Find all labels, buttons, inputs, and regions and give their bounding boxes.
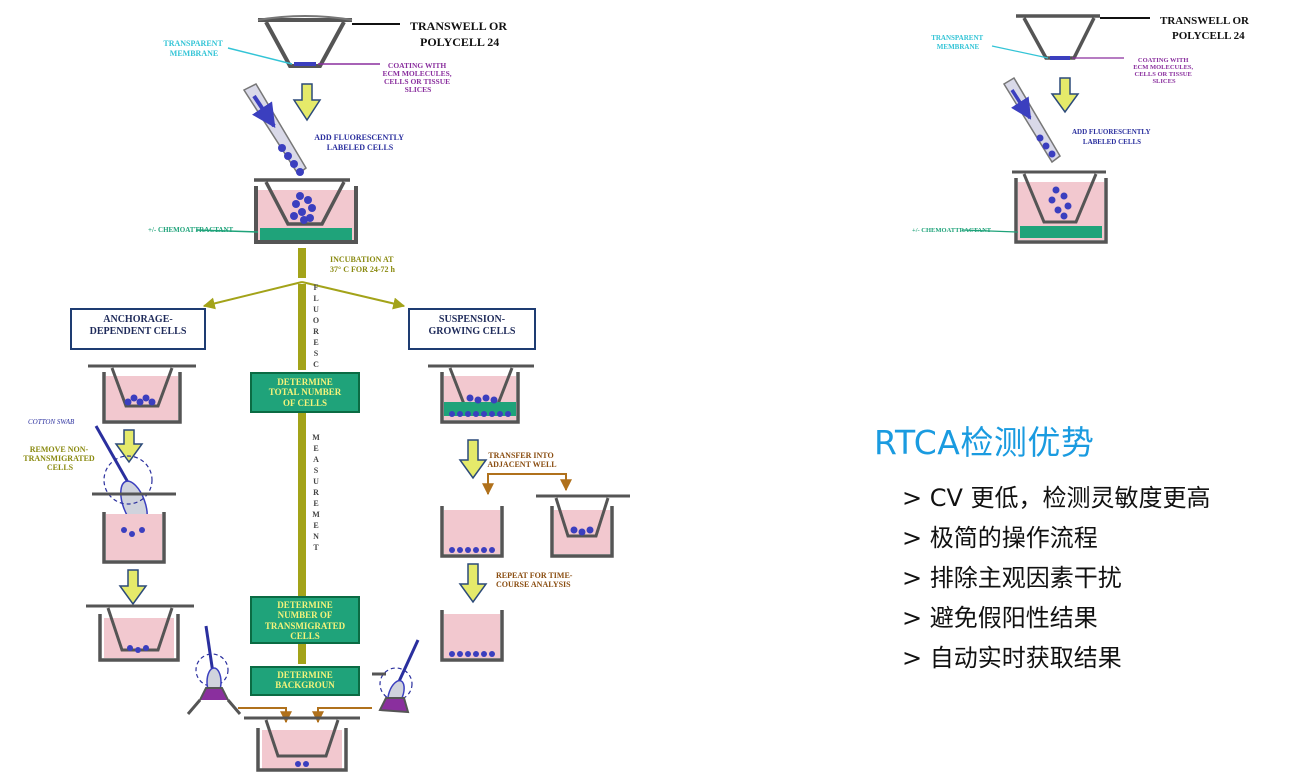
- advantages-title: RTCA检测优势: [874, 423, 1095, 462]
- ref-pipette-icon: [1002, 76, 1061, 164]
- swab-bottom-right-icon: [372, 639, 420, 714]
- anchorage-line-2: DEPENDENT CELLS: [89, 325, 187, 337]
- transmigrated-box: DETERMINE NUMBER OF TRANSMIGRATED CELLS: [250, 596, 360, 644]
- label-cotton-swab: COTTON SWAB: [28, 418, 75, 426]
- ref-label-transwell: TRANSWELL OR POLYCELL 24: [1160, 15, 1252, 42]
- label-chemo: +/- CHEMOATTRACTANT: [148, 226, 234, 234]
- pipette-icon: [242, 83, 307, 176]
- label-repeat: REPEAT FOR TIME- COURSE ANALYSIS: [496, 571, 574, 589]
- anchorage-cells-box: ANCHORAGE- DEPENDENT CELLS: [70, 308, 206, 350]
- advantage-item: > 自动实时获取结果: [902, 644, 1122, 672]
- background-line-1: DETERMINE: [277, 670, 333, 680]
- swab-bottom-left-icon: [186, 625, 242, 715]
- transwell-assay-diagram: TRANSWELL OR POLYCELL 24 TRANSPARENT MEM…: [23, 15, 630, 772]
- transmigrated-line-3: TRANSMIGRATED: [264, 620, 346, 631]
- label-remove: REMOVE NON- TRANSMIGRATED CELLS: [23, 445, 96, 472]
- ref-label-add-cells: ADD FLUORESCENTLY LABELED CELLS: [1072, 128, 1152, 146]
- label-transfer: TRANSFER INTO ADJACENT WELL: [487, 451, 556, 469]
- label-membrane: TRANSPARENT MEMBRANE: [163, 39, 224, 58]
- advantage-item: > 避免假阳性结果: [902, 604, 1098, 632]
- right-well-3: [440, 610, 504, 662]
- transmigrated-line-2: NUMBER OF: [277, 610, 333, 621]
- transwell-reference-diagram: TRANSWELL OR POLYCELL 24 TRANSPARENT MEM…: [912, 14, 1252, 244]
- transwell-insert-top: [257, 15, 353, 68]
- right-well-1: [428, 364, 534, 424]
- advantages-panel: RTCA检测优势 > CV 更低，检测灵敏度更高 > 极简的操作流程 > 排除主…: [874, 416, 1299, 678]
- left-well-1: [88, 364, 196, 424]
- background-box: DETERMINE BACKGROUN: [250, 666, 360, 696]
- total-cells-box: DETERMINE TOTAL NUMBER OF CELLS: [250, 372, 360, 413]
- label-incubation: INCUBATION AT 37° C FOR 24-72 h: [330, 255, 396, 274]
- bottom-well: [244, 716, 360, 772]
- suspension-line-1: SUSPENSION-: [438, 314, 506, 325]
- adjacent-well: [536, 494, 630, 558]
- advantage-item: > 排除主观因素干扰: [902, 564, 1122, 592]
- transmigrated-line-4: CELLS: [290, 631, 320, 642]
- right-well-2: [440, 506, 504, 558]
- left-well-3: [86, 604, 194, 662]
- anchorage-line-1: ANCHORAGE-: [103, 314, 173, 325]
- transmigrated-line-1: DETERMINE: [277, 600, 333, 610]
- advantages-list: > CV 更低，检测灵敏度更高 > 极简的操作流程 > 排除主观因素干扰 > 避…: [902, 478, 1299, 678]
- background-line-2: BACKGROUN: [275, 680, 335, 691]
- left-well-2: [92, 492, 176, 564]
- suspension-cells-box: SUSPENSION- GROWING CELLS: [408, 308, 536, 350]
- total-cells-line-1: DETERMINE: [277, 377, 333, 387]
- advantage-item: > 极简的操作流程: [902, 524, 1098, 552]
- ref-label-chemo: +/- CHEMOATTRACTANT: [912, 227, 992, 234]
- suspension-line-2: GROWING CELLS: [428, 325, 516, 337]
- transwell-chamber: [254, 178, 358, 244]
- label-add-cells: ADD FLUORESCENTLY LABELED CELLS: [314, 133, 405, 152]
- ref-chamber: [1012, 170, 1108, 244]
- ref-label-coating: COATING WITH ECM MOLECULES, CELLS OR TIS…: [1133, 57, 1195, 85]
- ref-label-membrane: TRANSPARENT MEMBRANE: [931, 34, 985, 51]
- total-cells-line-2: TOTAL NUMBER: [268, 387, 342, 398]
- total-cells-line-3: OF CELLS: [283, 397, 327, 408]
- label-transwell: TRANSWELL OR POLYCELL 24: [410, 19, 510, 49]
- ref-transwell-insert: [1016, 14, 1100, 60]
- advantage-item: > CV 更低，检测灵敏度更高: [902, 484, 1211, 512]
- label-coating: COATING WITH ECM MOLECULES, CELLS OR TIS…: [382, 61, 453, 94]
